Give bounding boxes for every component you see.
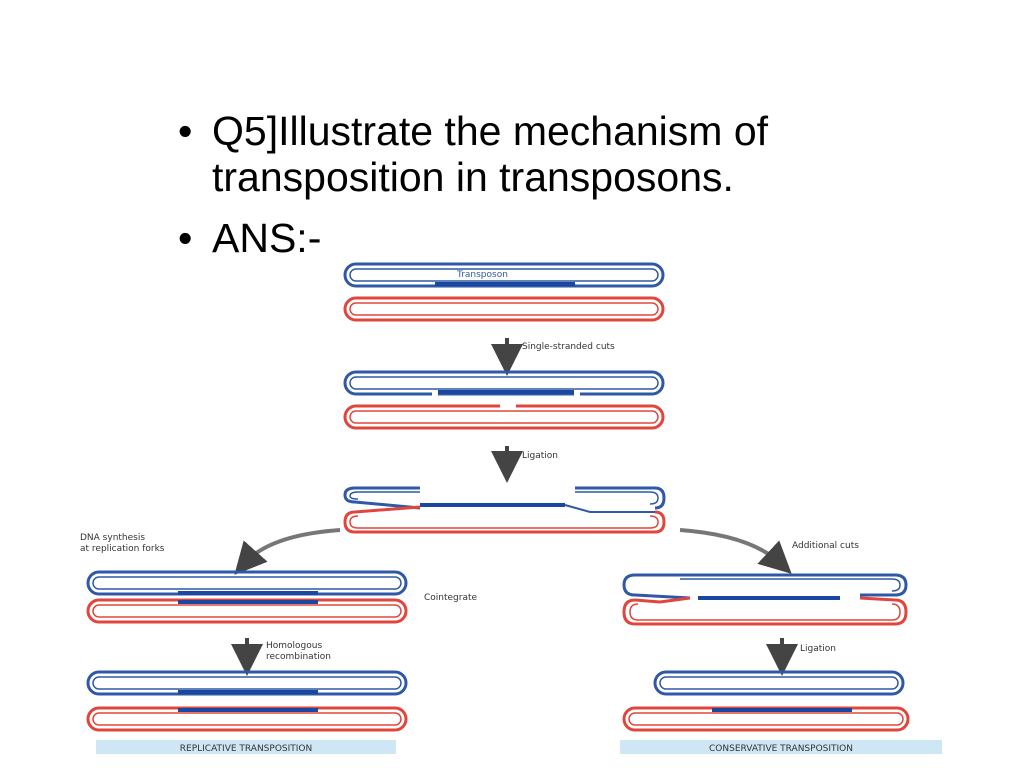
dna-synthesis-label-1: DNA synthesis: [80, 533, 145, 543]
transposon-label: Transposon: [456, 270, 508, 280]
single-stranded-cuts-label: Single-stranded cuts: [522, 342, 615, 352]
stage-additional-cuts: [622, 573, 908, 626]
stage-intermediate: [343, 486, 666, 534]
arrow-ligation-1: Ligation: [491, 446, 558, 483]
arrow-cuts: Single-stranded cuts: [491, 338, 615, 376]
stage-initial: Transposon: [343, 262, 665, 322]
ligation-label-1: Ligation: [522, 451, 558, 461]
conservative-label: CONSERVATIVE TRANSPOSITION: [709, 744, 853, 754]
stage-cut: [343, 370, 665, 430]
homologous-label-2: recombination: [266, 652, 331, 662]
bullet-question: • Q5]Illustrate the mechanism of transpo…: [170, 108, 870, 200]
replicative-footer: REPLICATIVE TRANSPOSITION: [96, 740, 396, 754]
bullet-dot: •: [178, 215, 193, 261]
stage-cointegrate: Cointegrate: [86, 570, 478, 624]
cointegrate-label: Cointegrate: [424, 593, 478, 603]
answer-text: ANS:-: [212, 215, 322, 261]
arrow-ligation-2: Ligation: [766, 638, 836, 676]
question-text: Q5]Illustrate the mechanism of transposi…: [212, 108, 769, 200]
arrow-to-conservative: Additional cuts: [679, 528, 859, 574]
stage-conservative-product: [622, 670, 910, 732]
replicative-label: REPLICATIVE TRANSPOSITION: [180, 744, 312, 754]
ligation-label-2: Ligation: [800, 644, 836, 654]
target-dna-red: [343, 296, 665, 322]
bullet-list: • Q5]Illustrate the mechanism of transpo…: [170, 108, 870, 261]
arrow-homologous: Homologous recombination: [231, 638, 331, 676]
bullet-dot: •: [178, 108, 193, 154]
figure-backdrop-lower: [75, 528, 955, 768]
homologous-label-1: Homologous: [266, 641, 322, 651]
additional-cuts-label: Additional cuts: [792, 541, 859, 551]
bullet-answer: • ANS:-: [170, 215, 870, 261]
conservative-footer: CONSERVATIVE TRANSPOSITION: [620, 740, 942, 754]
stage-replicative-product: [86, 670, 408, 732]
arrow-to-replicative: DNA synthesis at replication forks: [80, 528, 341, 575]
dna-synthesis-label-2: at replication forks: [80, 544, 165, 554]
